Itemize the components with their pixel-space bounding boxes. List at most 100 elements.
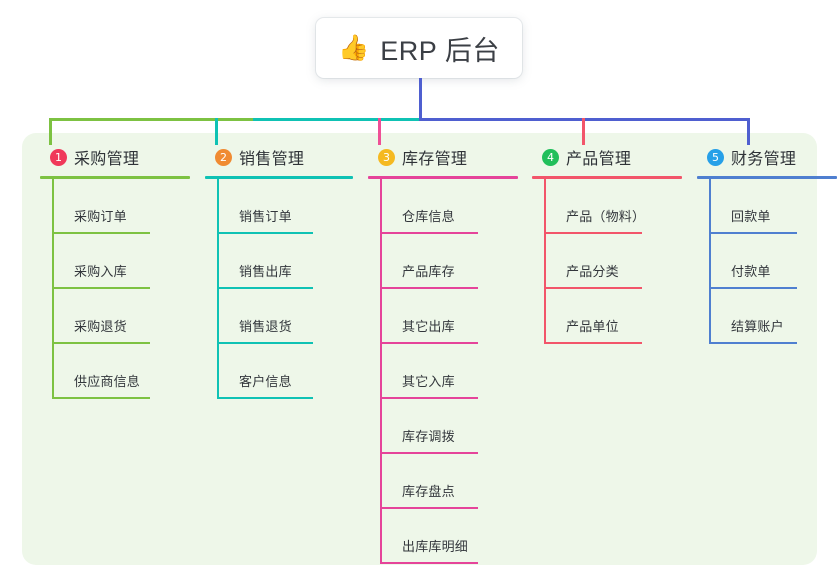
branch-title-3: 库存管理 [402, 151, 468, 168]
branch-item-rule [52, 397, 150, 399]
branch-item[interactable]: 产品分类 [532, 234, 682, 289]
branch-item[interactable]: 采购退货 [40, 289, 190, 344]
branch-item-label: 结算账户 [731, 319, 784, 334]
branch-item-label: 库存调拨 [402, 429, 455, 444]
branch-item[interactable]: 其它入库 [368, 344, 518, 399]
branch-title-1: 采购管理 [74, 151, 140, 168]
branch-rule-4 [532, 176, 682, 179]
branch-spine-4 [544, 179, 546, 344]
branch-item[interactable]: 客户信息 [205, 344, 353, 399]
branch-spine-2 [217, 179, 219, 399]
branch-rule-3 [368, 176, 518, 179]
branch-header-2[interactable]: 2 销售管理 [205, 145, 353, 169]
branch-item-label: 其它出库 [402, 319, 455, 334]
branch-item[interactable]: 回款单 [697, 179, 837, 234]
branch-header-5[interactable]: 5 财务管理 [697, 145, 837, 169]
branch-number-badge-5: 5 [707, 148, 724, 166]
branch-item[interactable]: 付款单 [697, 234, 837, 289]
branch-item-label: 产品分类 [566, 264, 619, 279]
branch-item-label: 采购订单 [74, 209, 127, 224]
branch-item-label: 产品库存 [402, 264, 455, 279]
branch-item-rule [709, 232, 797, 234]
branch-item-label: 销售退货 [239, 319, 292, 334]
branch-column-4: 4 产品管理产品（物料） 产品分类产品单位 [532, 145, 682, 344]
branch-item-list-4: 产品（物料） 产品分类产品单位 [532, 179, 682, 344]
root-title: ERP 后台 [380, 35, 500, 66]
branch-item[interactable]: 出库库明细 [368, 509, 518, 564]
branch-item-label: 库存盘点 [402, 484, 455, 499]
branch-rule-2 [205, 176, 353, 179]
thumbs-up-icon: 👍 [338, 33, 370, 62]
branch-header-4[interactable]: 4 产品管理 [532, 145, 682, 169]
branch-spine-1 [52, 179, 54, 399]
branch-item-rule [380, 507, 478, 509]
branch-drop-line-2 [215, 118, 218, 145]
branch-item-rule [380, 287, 478, 289]
branch-item-label: 付款单 [731, 264, 771, 279]
branch-item-rule [52, 287, 150, 289]
branch-item[interactable]: 销售订单 [205, 179, 353, 234]
branch-title-4: 产品管理 [566, 151, 632, 168]
branch-item-label: 产品单位 [566, 319, 619, 334]
branch-item-list-3: 仓库信息产品库存其它出库其它入库库存调拨库存盘点出库库明细 [368, 179, 518, 564]
branch-spine-5 [709, 179, 711, 344]
branch-number-badge-4: 4 [542, 148, 559, 166]
branch-title-5: 财务管理 [731, 151, 797, 168]
branch-item[interactable]: 采购入库 [40, 234, 190, 289]
branch-column-1: 1 采购管理采购订单采购入库采购退货供应商信息 [40, 145, 190, 399]
branch-item-rule [380, 452, 478, 454]
branch-item-label: 供应商信息 [74, 374, 141, 389]
branch-item-rule [380, 397, 478, 399]
branch-item-rule [544, 287, 642, 289]
branch-drop-line-1 [49, 118, 52, 145]
branch-item[interactable]: 销售出库 [205, 234, 353, 289]
branch-item[interactable]: 产品库存 [368, 234, 518, 289]
branch-item-rule [380, 562, 478, 564]
branch-drop-line-5 [747, 118, 750, 145]
branch-item[interactable]: 产品单位 [532, 289, 682, 344]
branch-item[interactable]: 供应商信息 [40, 344, 190, 399]
branch-item[interactable]: 结算账户 [697, 289, 837, 344]
branch-number-badge-2: 2 [215, 148, 232, 166]
branch-item-rule [709, 287, 797, 289]
branch-number-badge-1: 1 [50, 148, 67, 166]
bus-segment-green [49, 118, 254, 121]
branch-item-list-5: 回款单付款单结算账户 [697, 179, 837, 344]
branch-item-label: 仓库信息 [402, 209, 455, 224]
branch-item-rule [380, 232, 478, 234]
branch-item[interactable]: 产品（物料） [532, 179, 682, 234]
root-node-content: 👍 ERP 后台 [338, 29, 500, 68]
branch-header-1[interactable]: 1 采购管理 [40, 145, 190, 169]
branch-rule-5 [697, 176, 837, 179]
branch-item-rule [52, 232, 150, 234]
branch-item-rule [52, 342, 150, 344]
branch-item[interactable]: 采购订单 [40, 179, 190, 234]
root-node[interactable]: 👍 ERP 后台 [316, 18, 522, 78]
branch-item-rule [217, 287, 313, 289]
branch-item[interactable]: 仓库信息 [368, 179, 518, 234]
branch-item-list-1: 采购订单采购入库采购退货供应商信息 [40, 179, 190, 399]
branch-item-label: 出库库明细 [402, 539, 469, 554]
branch-item-label: 销售订单 [239, 209, 292, 224]
branch-item-rule [709, 342, 797, 344]
branch-item[interactable]: 销售退货 [205, 289, 353, 344]
branch-item-label: 产品（物料） [566, 209, 646, 224]
branch-number-badge-3: 3 [378, 148, 395, 166]
branch-spine-3 [380, 179, 382, 564]
branch-column-3: 3 库存管理仓库信息产品库存其它出库其它入库库存调拨库存盘点出库库明细 [368, 145, 518, 564]
branch-item-list-2: 销售订单销售出库销售退货客户信息 [205, 179, 353, 399]
branch-header-3[interactable]: 3 库存管理 [368, 145, 518, 169]
branch-item-rule [380, 342, 478, 344]
branch-item-label: 其它入库 [402, 374, 455, 389]
branch-item-label: 客户信息 [239, 374, 292, 389]
branch-item[interactable]: 其它出库 [368, 289, 518, 344]
branch-item-label: 采购退货 [74, 319, 127, 334]
branch-item-label: 销售出库 [239, 264, 292, 279]
branch-item[interactable]: 库存盘点 [368, 454, 518, 509]
branch-title-2: 销售管理 [239, 151, 305, 168]
branch-drop-line-3 [378, 118, 381, 145]
branch-item[interactable]: 库存调拨 [368, 399, 518, 454]
root-stem-line [419, 78, 422, 121]
branch-drop-line-4 [582, 118, 585, 145]
branch-item-rule [217, 232, 313, 234]
